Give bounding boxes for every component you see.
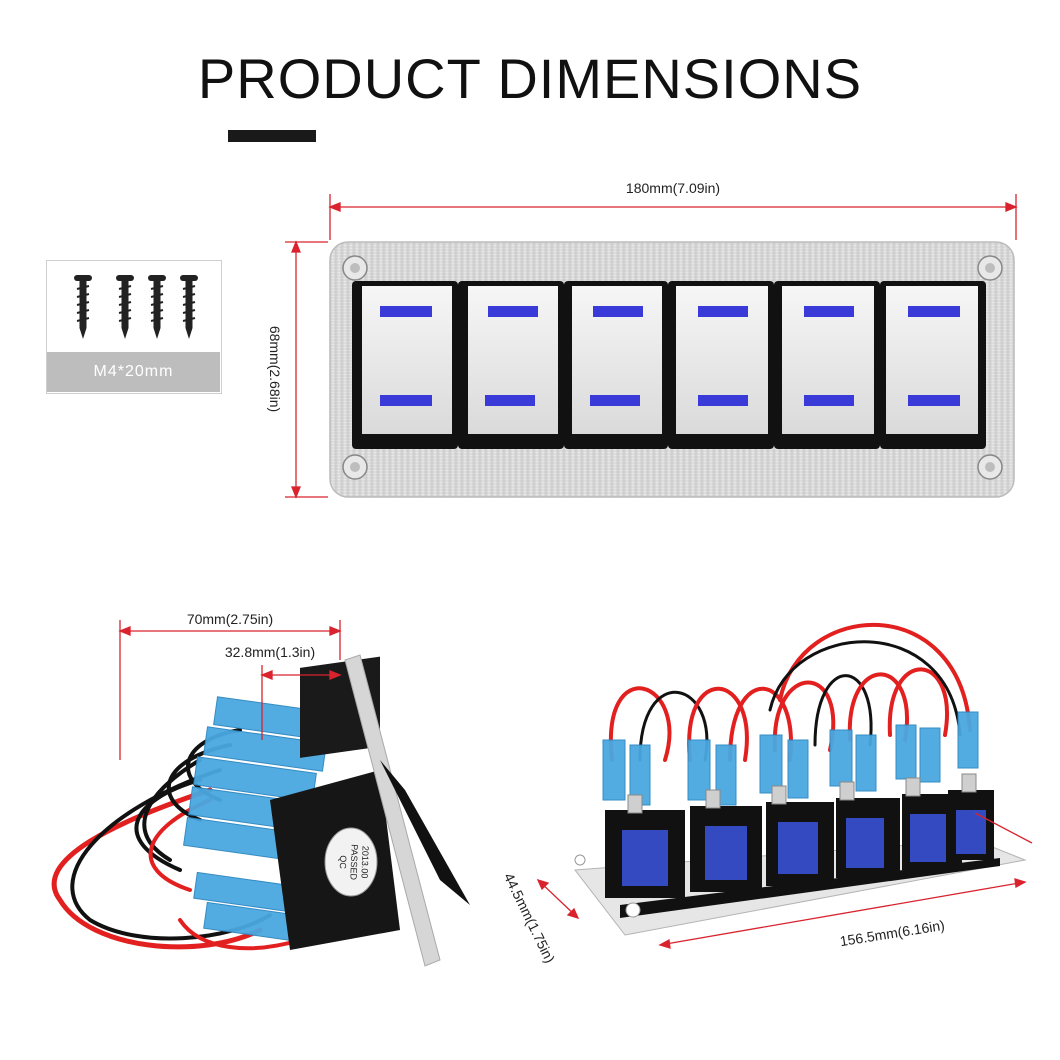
rocker-switch (352, 281, 458, 449)
rear-height-label: 44.5mm(1.75in) (501, 870, 558, 965)
rocker-switch (564, 281, 668, 449)
rocker-switch (668, 281, 774, 449)
mounting-holes (342, 255, 1003, 480)
screws-icon (74, 275, 198, 339)
page-title: PRODUCT DIMENSIONS (197, 47, 863, 110)
front-panel (329, 241, 1015, 498)
dimension-lines-top (285, 194, 1018, 499)
stamp-line-1: QC (338, 855, 348, 869)
rocker-switch (458, 281, 564, 449)
rear-tabs (627, 773, 977, 814)
side-view: QC PASSED 2013.00 (51, 654, 470, 967)
rear-width-label: 156.5mm(6.16in) (839, 917, 946, 949)
stamp-line-2: PASSED (348, 844, 359, 881)
dimension-lines-rear (536, 812, 1033, 949)
panel-height-label: 68mm(2.68in) (267, 326, 283, 412)
title-underline (228, 130, 316, 142)
dimension-lines-side (118, 620, 342, 760)
side-depth-label: 70mm(2.75in) (187, 611, 273, 627)
side-protrusion-label: 32.8mm(1.3in) (225, 644, 315, 660)
stamp-line-3: 2013.00 (359, 846, 370, 879)
rear-terminals (602, 711, 979, 806)
rear-blue-windows (622, 810, 986, 886)
rocker-switches (352, 281, 986, 449)
panel-width-label: 180mm(7.09in) (626, 180, 720, 196)
screw-size-label: M4*20mm (47, 352, 220, 392)
rocker-switch (880, 281, 986, 449)
rocker-switch (774, 281, 880, 449)
rear-view (574, 622, 1027, 936)
